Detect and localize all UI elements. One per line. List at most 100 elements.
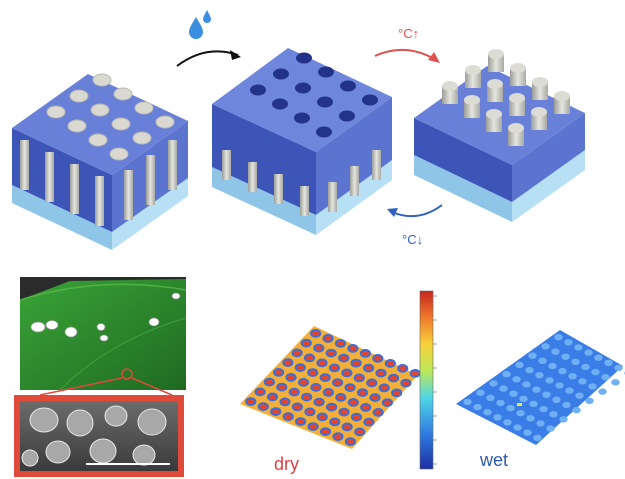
surface-bump bbox=[588, 383, 597, 390]
block-collapsed-pillars bbox=[414, 49, 585, 222]
surface-bump bbox=[245, 397, 257, 407]
surface-bump bbox=[316, 412, 328, 422]
surface-bump bbox=[584, 349, 593, 356]
surface-bump bbox=[545, 377, 554, 384]
surface-bump bbox=[332, 432, 344, 442]
surface-bump bbox=[601, 374, 610, 381]
surface-bump bbox=[561, 353, 570, 360]
lotus-leaf-photo bbox=[19, 277, 187, 396]
surface-bump bbox=[571, 358, 580, 365]
surface-bump bbox=[350, 358, 362, 368]
surface-bump bbox=[347, 398, 359, 407]
surface-bump bbox=[366, 378, 378, 388]
surface-bump bbox=[322, 334, 334, 343]
water-drops-icon bbox=[189, 10, 211, 39]
surface-bump bbox=[409, 369, 421, 378]
surface-bump bbox=[486, 394, 495, 401]
surface-bump bbox=[572, 406, 581, 414]
surface-bump bbox=[522, 381, 531, 388]
surface-bump bbox=[542, 391, 551, 398]
surface-bump bbox=[319, 373, 331, 383]
color-bar bbox=[419, 290, 437, 470]
surface-bump bbox=[307, 422, 319, 432]
cool-label: °C↓ bbox=[402, 232, 423, 247]
surface-bump bbox=[332, 378, 344, 388]
surface-bump bbox=[334, 339, 347, 348]
wet-label: wet bbox=[479, 450, 508, 470]
surface-bump bbox=[270, 407, 282, 417]
surface-bump bbox=[344, 383, 356, 393]
surface-bump bbox=[276, 382, 288, 392]
surface-bump bbox=[341, 368, 353, 378]
surface-bump bbox=[533, 434, 542, 441]
surface-bump bbox=[354, 427, 366, 437]
surface-bump bbox=[378, 383, 390, 393]
surface-bump bbox=[294, 363, 306, 373]
surface-bump bbox=[516, 410, 525, 417]
surface-bump bbox=[254, 387, 266, 397]
surface-bump bbox=[538, 357, 547, 364]
surface-bump bbox=[564, 339, 573, 346]
surface-bump bbox=[515, 361, 524, 369]
surface-bump bbox=[381, 398, 393, 408]
surface-bump bbox=[369, 393, 381, 403]
surface-bump bbox=[539, 405, 548, 413]
surface-bump bbox=[297, 378, 310, 387]
surface-bump bbox=[326, 402, 338, 412]
surface-bump bbox=[282, 358, 294, 368]
surface-bump bbox=[506, 404, 515, 412]
dry-surface-map bbox=[240, 326, 421, 449]
surface-bump bbox=[476, 389, 485, 396]
surface-bump bbox=[546, 425, 555, 432]
sem-inset bbox=[14, 395, 184, 477]
surface-bump bbox=[578, 378, 587, 385]
surface-bump bbox=[391, 388, 403, 398]
surface-bump bbox=[549, 411, 558, 418]
surface-bump bbox=[581, 363, 590, 371]
surface-bump bbox=[319, 427, 332, 437]
heat-arrow bbox=[374, 48, 440, 63]
surface-bump bbox=[335, 393, 347, 402]
surface-bump bbox=[611, 379, 620, 386]
surface-bump bbox=[493, 414, 502, 421]
surface-bump bbox=[585, 397, 594, 404]
surface-bump bbox=[528, 352, 537, 359]
surface-bump bbox=[384, 359, 396, 368]
surface-bump bbox=[565, 387, 574, 394]
surface-bump bbox=[502, 371, 511, 378]
surface-bump bbox=[400, 378, 412, 388]
surface-bump bbox=[285, 373, 297, 382]
surface-bump bbox=[363, 417, 375, 427]
surface-bump bbox=[266, 392, 279, 402]
surface-bump bbox=[513, 424, 522, 431]
surface-bump bbox=[372, 354, 384, 363]
surface-bump bbox=[310, 329, 322, 338]
surface-bump bbox=[548, 362, 557, 370]
surface-bump bbox=[551, 348, 560, 355]
surface-bump bbox=[503, 419, 512, 426]
surface-bump bbox=[387, 373, 400, 383]
surface-bump bbox=[279, 397, 291, 407]
surface-bump bbox=[322, 388, 334, 397]
surface-bump bbox=[541, 343, 550, 350]
surface-bump bbox=[338, 407, 350, 417]
dry-label: dry bbox=[274, 454, 299, 474]
surface-bump bbox=[295, 417, 307, 427]
curved-arrow-icon bbox=[176, 50, 241, 67]
surface-bump bbox=[519, 395, 528, 402]
surface-bump bbox=[552, 396, 561, 403]
block-dry-pillars bbox=[12, 73, 188, 250]
surface-bump bbox=[291, 402, 303, 412]
surface-bump bbox=[307, 368, 319, 378]
surface-bump bbox=[282, 412, 294, 422]
surface-bump bbox=[300, 338, 312, 348]
surface-bump bbox=[535, 372, 544, 379]
surface-bump bbox=[523, 429, 532, 436]
block-wet-holes bbox=[212, 48, 392, 235]
surface-bump bbox=[353, 373, 365, 383]
surface-bump bbox=[558, 367, 567, 375]
surface-bump bbox=[304, 407, 316, 417]
surface-bump bbox=[303, 353, 316, 363]
surface-bump bbox=[575, 392, 584, 399]
